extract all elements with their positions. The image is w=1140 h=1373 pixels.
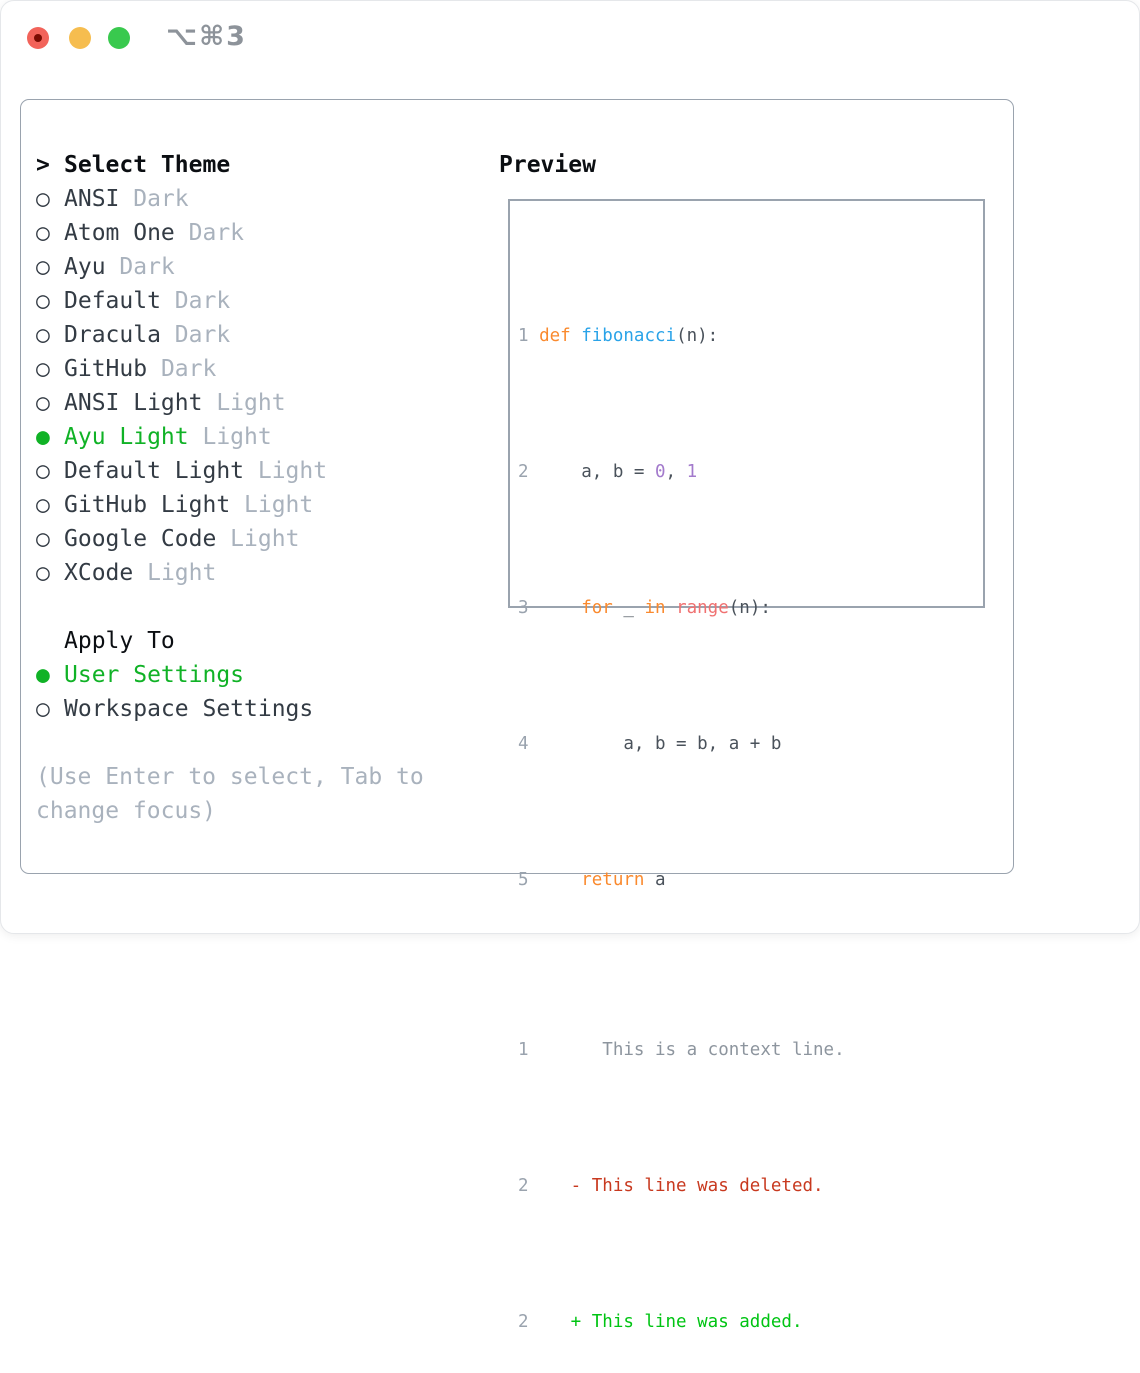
option-name: User Settings bbox=[64, 662, 245, 688]
theme-name: Google Code bbox=[64, 526, 217, 552]
radio-marker-icon: ○ bbox=[36, 492, 50, 518]
theme-list-item[interactable]: ○ GitHub Light Light bbox=[36, 488, 446, 522]
code-tokens: for _ in range(n): bbox=[581, 598, 771, 618]
code-tokens: a, b = 0, 1 bbox=[539, 462, 698, 482]
theme-name: Atom One bbox=[64, 220, 175, 246]
radio-marker-icon: ● bbox=[36, 662, 50, 688]
code-line: 2 a, b = 0, 1 bbox=[518, 455, 983, 489]
radio-marker-icon: ○ bbox=[36, 560, 50, 586]
radio-marker-icon: ○ bbox=[36, 220, 50, 246]
zoom-button-icon[interactable] bbox=[108, 27, 130, 49]
line-number: 5 bbox=[518, 870, 540, 890]
code-tokens: a, b = b, a + b bbox=[539, 734, 782, 754]
theme-list-item[interactable]: ○ Ayu Dark bbox=[36, 250, 446, 284]
code-line: 1 def fibonacci(n): bbox=[518, 319, 983, 353]
theme-list-item[interactable]: ○ GitHub Dark bbox=[36, 352, 446, 386]
theme-variant: Light bbox=[202, 390, 286, 416]
theme-variant: Light bbox=[230, 492, 314, 518]
theme-name: XCode bbox=[64, 560, 134, 586]
preview-header: Preview bbox=[499, 152, 596, 178]
diff-text: - This line was deleted. bbox=[539, 1176, 824, 1196]
theme-list-item[interactable]: ○ Dracula Dark bbox=[36, 318, 446, 352]
radio-marker-icon: ○ bbox=[36, 458, 50, 484]
radio-marker-icon: ○ bbox=[36, 254, 50, 280]
diff-text: + This line was added. bbox=[539, 1312, 803, 1332]
theme-variant: Light bbox=[216, 526, 300, 552]
theme-list-item[interactable]: ○ Default Dark bbox=[36, 284, 446, 318]
main-panel: > Select Theme ○ ANSI Dark ○ Atom One Dark … bbox=[20, 99, 1014, 1332]
theme-variant: Dark bbox=[147, 356, 217, 382]
radio-marker-icon: ○ bbox=[36, 322, 50, 348]
theme-variant: Dark bbox=[160, 288, 231, 314]
radio-marker-icon: ○ bbox=[36, 696, 50, 722]
diff-text: This is a context line. bbox=[539, 1040, 845, 1060]
radio-marker-icon: ○ bbox=[36, 356, 50, 382]
option-name: Workspace Settings bbox=[64, 696, 314, 722]
theme-variant: Dark bbox=[160, 322, 231, 348]
theme-name: GitHub bbox=[64, 356, 148, 382]
theme-variant: Light bbox=[188, 424, 272, 450]
apply-to-options: ● User Settings ○ Workspace Settings bbox=[36, 658, 446, 726]
line-number: 2 bbox=[518, 462, 540, 482]
theme-list-items: ○ ANSI Dark ○ Atom One Dark ○ Ayu Dark ○ Def… bbox=[36, 182, 446, 590]
code-line: 4 a, b = b, a + b bbox=[518, 727, 983, 761]
minimize-button-icon[interactable] bbox=[69, 27, 91, 49]
preview-code: 1 def fibonacci(n): 2 a, b = 0, 1 3 for … bbox=[510, 201, 983, 1373]
theme-name: ANSI Light bbox=[64, 390, 203, 416]
theme-name: Default Light bbox=[64, 458, 245, 484]
radio-marker-icon: ● bbox=[36, 424, 50, 450]
code-tokens: return a bbox=[581, 870, 666, 890]
theme-name: ANSI bbox=[64, 186, 120, 212]
radio-marker-icon: ○ bbox=[36, 390, 50, 416]
theme-name: Ayu bbox=[64, 254, 106, 280]
theme-name: Dracula bbox=[64, 322, 161, 348]
line-number: 1 bbox=[518, 326, 540, 346]
line-number: 4 bbox=[518, 734, 540, 754]
preview-box: 1 def fibonacci(n): 2 a, b = 0, 1 3 for … bbox=[508, 199, 985, 1332]
theme-variant: Light bbox=[133, 560, 217, 586]
theme-list-item[interactable]: ○ ANSI Light Light bbox=[36, 386, 446, 420]
code-line: 3 for _ in range(n): bbox=[518, 591, 983, 625]
theme-name: Ayu Light bbox=[64, 424, 189, 450]
theme-list-item[interactable]: ○ ANSI Dark bbox=[36, 182, 446, 216]
diff-line: 1 This is a context line. bbox=[518, 1033, 983, 1067]
radio-marker-icon: ○ bbox=[36, 186, 50, 212]
theme-variant: Light bbox=[244, 458, 328, 484]
apply-to-option[interactable]: ● User Settings bbox=[36, 658, 446, 692]
theme-list-item[interactable]: ○ Google Code Light bbox=[36, 522, 446, 556]
theme-variant: Dark bbox=[105, 254, 175, 280]
diff-lines: 1 This is a context line. 2 - This line … bbox=[518, 1006, 983, 1339]
code-lines: 1 def fibonacci(n): 2 a, b = 0, 1 3 for … bbox=[518, 292, 983, 897]
theme-list-item[interactable]: ○ XCode Light bbox=[36, 556, 446, 590]
theme-list-item[interactable]: ○ Atom One Dark bbox=[36, 216, 446, 250]
theme-list-item[interactable]: ○ Default Light Light bbox=[36, 454, 446, 488]
cursor-icon: > bbox=[36, 152, 50, 178]
apply-to-option[interactable]: ○ Workspace Settings bbox=[36, 692, 446, 726]
theme-selector: > Select Theme ○ ANSI Dark ○ Atom One Dark … bbox=[36, 148, 446, 828]
theme-name: Default bbox=[64, 288, 161, 314]
radio-marker-icon: ○ bbox=[36, 288, 50, 314]
line-number: 3 bbox=[518, 598, 540, 618]
diff-line: 2 + This line was added. bbox=[518, 1305, 983, 1339]
theme-list-item[interactable]: ● Ayu Light Light bbox=[36, 420, 446, 454]
code-line: 5 return a bbox=[518, 863, 983, 897]
keyboard-hint: (Use Enter to select, Tab to change focu… bbox=[36, 764, 424, 824]
theme-variant: Dark bbox=[119, 186, 189, 212]
theme-name: GitHub Light bbox=[64, 492, 231, 518]
line-number: 2 bbox=[518, 1312, 540, 1332]
theme-list-header-row: > Select Theme bbox=[36, 148, 446, 182]
line-number: 1 bbox=[518, 1040, 540, 1060]
line-number: 2 bbox=[518, 1176, 540, 1196]
theme-list-header: Select Theme bbox=[64, 152, 231, 178]
code-tokens: def fibonacci(n): bbox=[539, 326, 719, 346]
apply-to-header: Apply To bbox=[64, 628, 175, 654]
radio-marker-icon: ○ bbox=[36, 526, 50, 552]
theme-variant: Dark bbox=[174, 220, 245, 246]
app-window: ⌥⌘3 > Select Theme ○ ANSI Dark ○ Atom One D… bbox=[0, 0, 1140, 1332]
window-title: ⌥⌘3 bbox=[166, 21, 247, 52]
close-button-icon[interactable] bbox=[27, 27, 49, 49]
diff-line: 2 - This line was deleted. bbox=[518, 1169, 983, 1203]
blank-line bbox=[518, 931, 983, 965]
